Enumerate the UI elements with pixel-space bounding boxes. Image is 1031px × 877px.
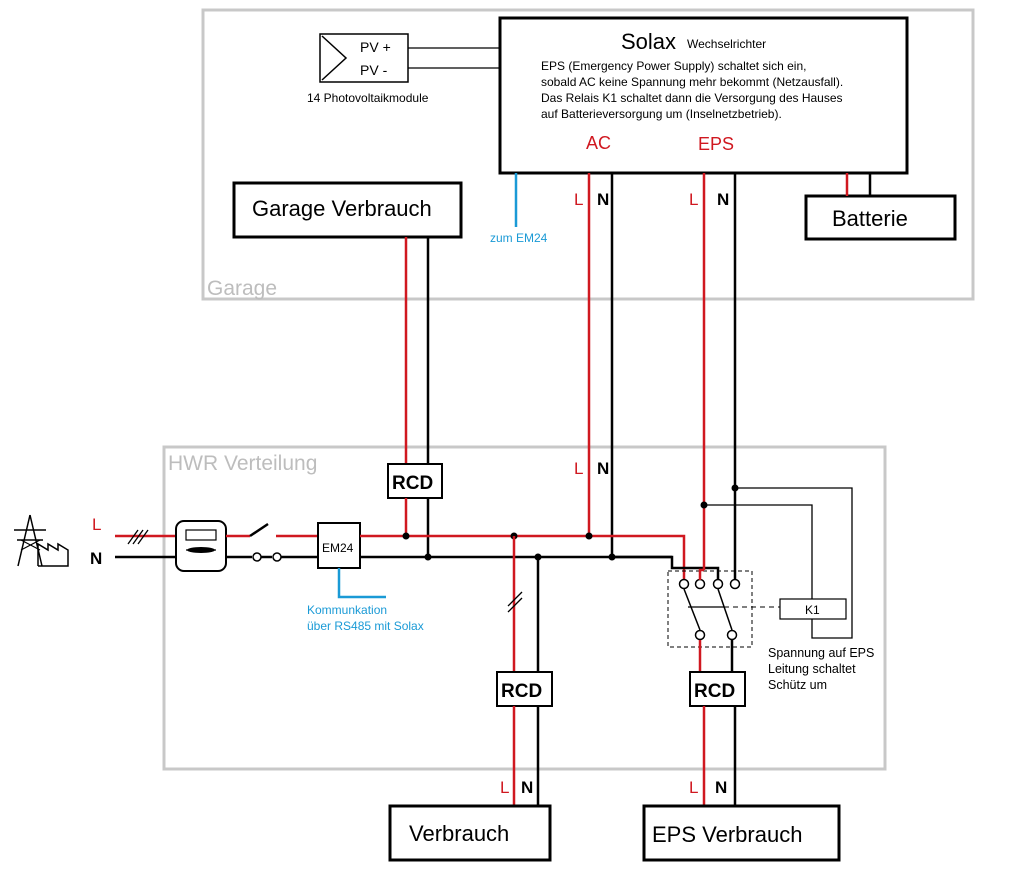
inverter-description-line-4: auf Batterieversorgung um (Inselnetzbetr… <box>541 107 782 121</box>
grid-n-label: N <box>90 549 102 568</box>
inverter-description-line-3: Das Relais K1 schaltet dann die Versorgu… <box>541 91 843 105</box>
relay-note-line-2: Leitung schaltet <box>768 662 856 676</box>
contactor-k1 <box>667 570 753 648</box>
garage-frame-label: Garage <box>207 277 277 300</box>
pv-plus-label: PV + <box>360 39 391 55</box>
eps-output-label: EPS <box>698 134 734 154</box>
relay-note-line-3: Schütz um <box>768 678 827 692</box>
eps-l-label-top: L <box>689 190 698 209</box>
eps-consumption-label: EPS Verbrauch <box>652 822 802 847</box>
consumption-l-label: L <box>500 778 509 797</box>
relay-note-line-1: Spannung auf EPS <box>768 646 874 660</box>
hwr-frame-label: HWR Verteilung <box>168 452 317 475</box>
electricity-meter-icon <box>175 520 227 572</box>
ac-n-label-hwr: N <box>597 459 609 478</box>
ac-l-label-hwr: L <box>574 459 583 478</box>
inverter-subtitle: Wechselrichter <box>687 37 766 51</box>
communication-line-1: Kommunkation <box>307 603 387 617</box>
rcd-consumption <box>496 671 553 707</box>
pv-module: PV + PV - <box>319 33 409 83</box>
grid-l-label: L <box>92 515 101 534</box>
consumption-box <box>388 804 552 862</box>
eps-n-label-top: N <box>717 190 729 209</box>
em24-label: EM24 <box>322 541 354 555</box>
k1-relay <box>779 598 847 620</box>
eps-consumption-box <box>642 804 841 862</box>
battery-label: Batterie <box>832 206 908 231</box>
inverter-description-line-2: sobald AC keine Spannung mehr bekommt (N… <box>541 75 843 89</box>
battery-box <box>804 194 957 241</box>
rcd-eps-label: RCD <box>694 681 735 702</box>
solax-inverter <box>498 16 909 175</box>
rcd-consumption-label: RCD <box>501 681 542 702</box>
communication-line-2: über RS485 mit Solax <box>307 619 424 633</box>
pv-caption: 14 Photovoltaikmodule <box>307 91 429 105</box>
rcd-eps <box>689 671 746 707</box>
eps-consumption-l-label: L <box>689 778 698 797</box>
rcd-garage <box>387 463 443 499</box>
hwr-frame <box>162 445 887 771</box>
ac-output-label: AC <box>586 133 611 153</box>
grid-pylon-icon <box>14 514 69 567</box>
ac-l-label-top: L <box>574 190 583 209</box>
inverter-description-line-1: EPS (Emergency Power Supply) schaltet si… <box>541 59 806 73</box>
consumption-n-label: N <box>521 778 533 797</box>
ac-n-label-top: N <box>597 190 609 209</box>
to-em24-label: zum EM24 <box>490 231 548 245</box>
rcd-garage-label: RCD <box>392 473 433 494</box>
consumption-label: Verbrauch <box>409 821 509 846</box>
eps-consumption-n-label: N <box>715 778 727 797</box>
garage-consumption-label: Garage Verbrauch <box>252 196 432 221</box>
garage-consumption-box <box>232 181 463 239</box>
k1-label: K1 <box>805 603 820 617</box>
pv-minus-label: PV - <box>360 62 388 78</box>
inverter-title: Solax <box>621 29 676 54</box>
